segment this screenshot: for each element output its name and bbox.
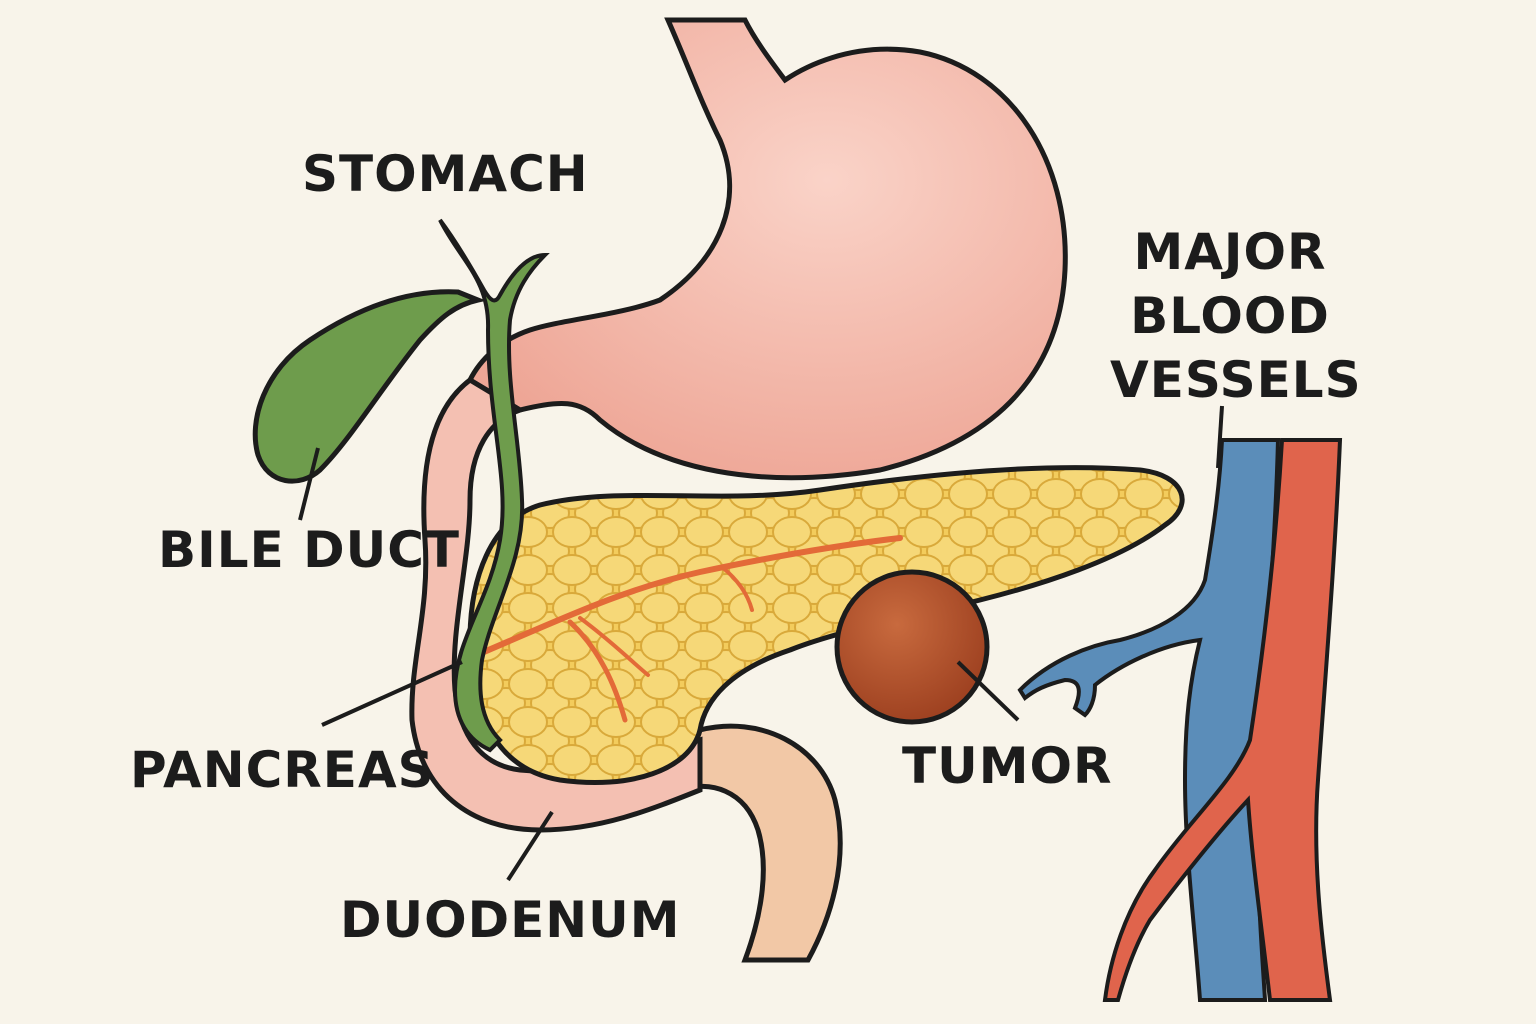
artery-shape (1102, 438, 1343, 1002)
leader-line-duodenum (506, 810, 554, 882)
duodenum-distal (676, 723, 843, 963)
label-major-blood-vessels: MAJOR BLOOD VESSELS (1110, 220, 1362, 412)
leader-line-pancreas (321, 660, 463, 727)
gallbladder-shape (252, 289, 487, 484)
pancreatic-duct-branch-1 (567, 619, 628, 723)
leader-line-tumor (956, 660, 1020, 722)
duodenum-c-loop (409, 376, 703, 833)
label-blood-vessels-line2: BLOOD (1130, 287, 1330, 345)
pancreatic-duct-branch-2 (578, 616, 650, 677)
label-duodenum: DUODENUM (340, 891, 681, 949)
label-blood-vessels-line3: VESSELS (1110, 351, 1362, 409)
label-pancreas: PANCREAS (130, 741, 435, 799)
pancreatic-duct-branch-3 (720, 565, 754, 612)
label-blood-vessels-line1: MAJOR (1133, 223, 1327, 281)
tumor-shape (834, 569, 990, 725)
stomach-shape (466, 17, 1068, 481)
pancreatic-duct (462, 535, 903, 663)
label-bile-duct: BILE DUCT (158, 521, 461, 579)
bile-duct-shape (438, 218, 550, 753)
leader-line-blood-vessels (1216, 405, 1224, 469)
leader-line-bile-duct (298, 447, 320, 521)
label-stomach: STOMACH (302, 145, 589, 203)
pancreas-shape (467, 465, 1185, 785)
label-tumor: TUMOR (902, 737, 1113, 795)
